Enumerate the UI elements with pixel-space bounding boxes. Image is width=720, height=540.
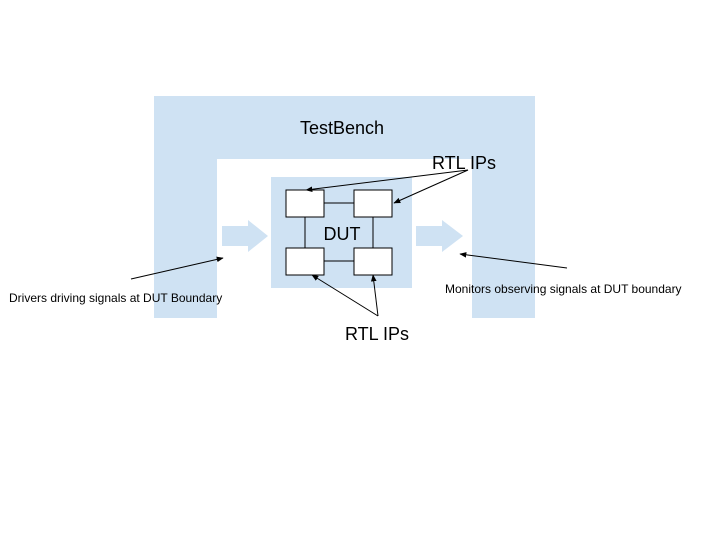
rtl-ips-bottom-label: RTL IPs <box>345 324 409 344</box>
rtl-ip-box-bottom-left <box>285 247 325 276</box>
driver-block-arrow <box>222 220 268 252</box>
rtl-ip-box-top-left <box>285 189 325 218</box>
ip-interconnect <box>304 202 374 262</box>
rtl-ips-top-pointers <box>305 169 469 204</box>
drivers-label: Drivers driving signals at DUT Boundary <box>9 291 222 305</box>
rtl-ips-top-label: RTL IPs <box>432 153 496 173</box>
monitors-label: Monitors observing signals at DUT bounda… <box>445 282 682 296</box>
monitor-block-arrow <box>416 220 463 252</box>
drivers-pointer <box>130 256 224 280</box>
rtl-ips-bottom-pointers <box>311 274 379 317</box>
rtl-ip-box-bottom-right <box>353 247 393 276</box>
testbench-frame <box>154 96 535 318</box>
rtl-ip-box-top-right <box>353 189 393 218</box>
testbench-label: TestBench <box>300 118 384 138</box>
dut-label: DUT <box>324 224 361 244</box>
monitors-pointer <box>459 252 568 269</box>
